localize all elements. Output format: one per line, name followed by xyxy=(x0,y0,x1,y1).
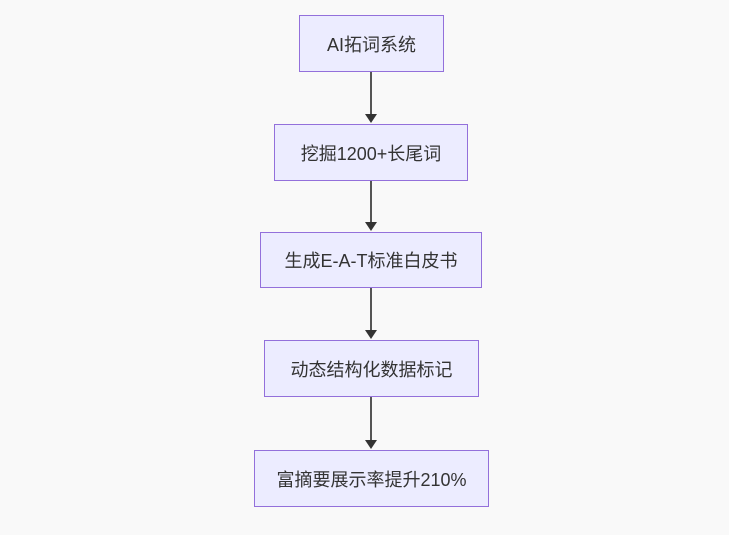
flow-node-ai-keyword-system: AI拓词系统 xyxy=(299,15,444,72)
arrow-down-icon xyxy=(365,330,377,339)
flow-node-rich-snippet-result: 富摘要展示率提升210% xyxy=(254,450,489,507)
flow-edge-3 xyxy=(365,288,377,339)
flow-node-eat-whitepaper: 生成E-A-T标准白皮书 xyxy=(260,232,482,288)
flow-edge-2 xyxy=(365,181,377,231)
edge-line xyxy=(370,397,372,442)
flow-node-longtail-mining: 挖掘1200+长尾词 xyxy=(274,124,468,181)
edge-line xyxy=(370,288,372,332)
arrow-down-icon xyxy=(365,114,377,123)
flow-edge-4 xyxy=(365,397,377,449)
arrow-down-icon xyxy=(365,222,377,231)
edge-line xyxy=(370,72,372,116)
arrow-down-icon xyxy=(365,440,377,449)
flow-edge-1 xyxy=(365,72,377,123)
edge-line xyxy=(370,181,372,224)
flow-node-structured-data-markup: 动态结构化数据标记 xyxy=(264,340,479,397)
